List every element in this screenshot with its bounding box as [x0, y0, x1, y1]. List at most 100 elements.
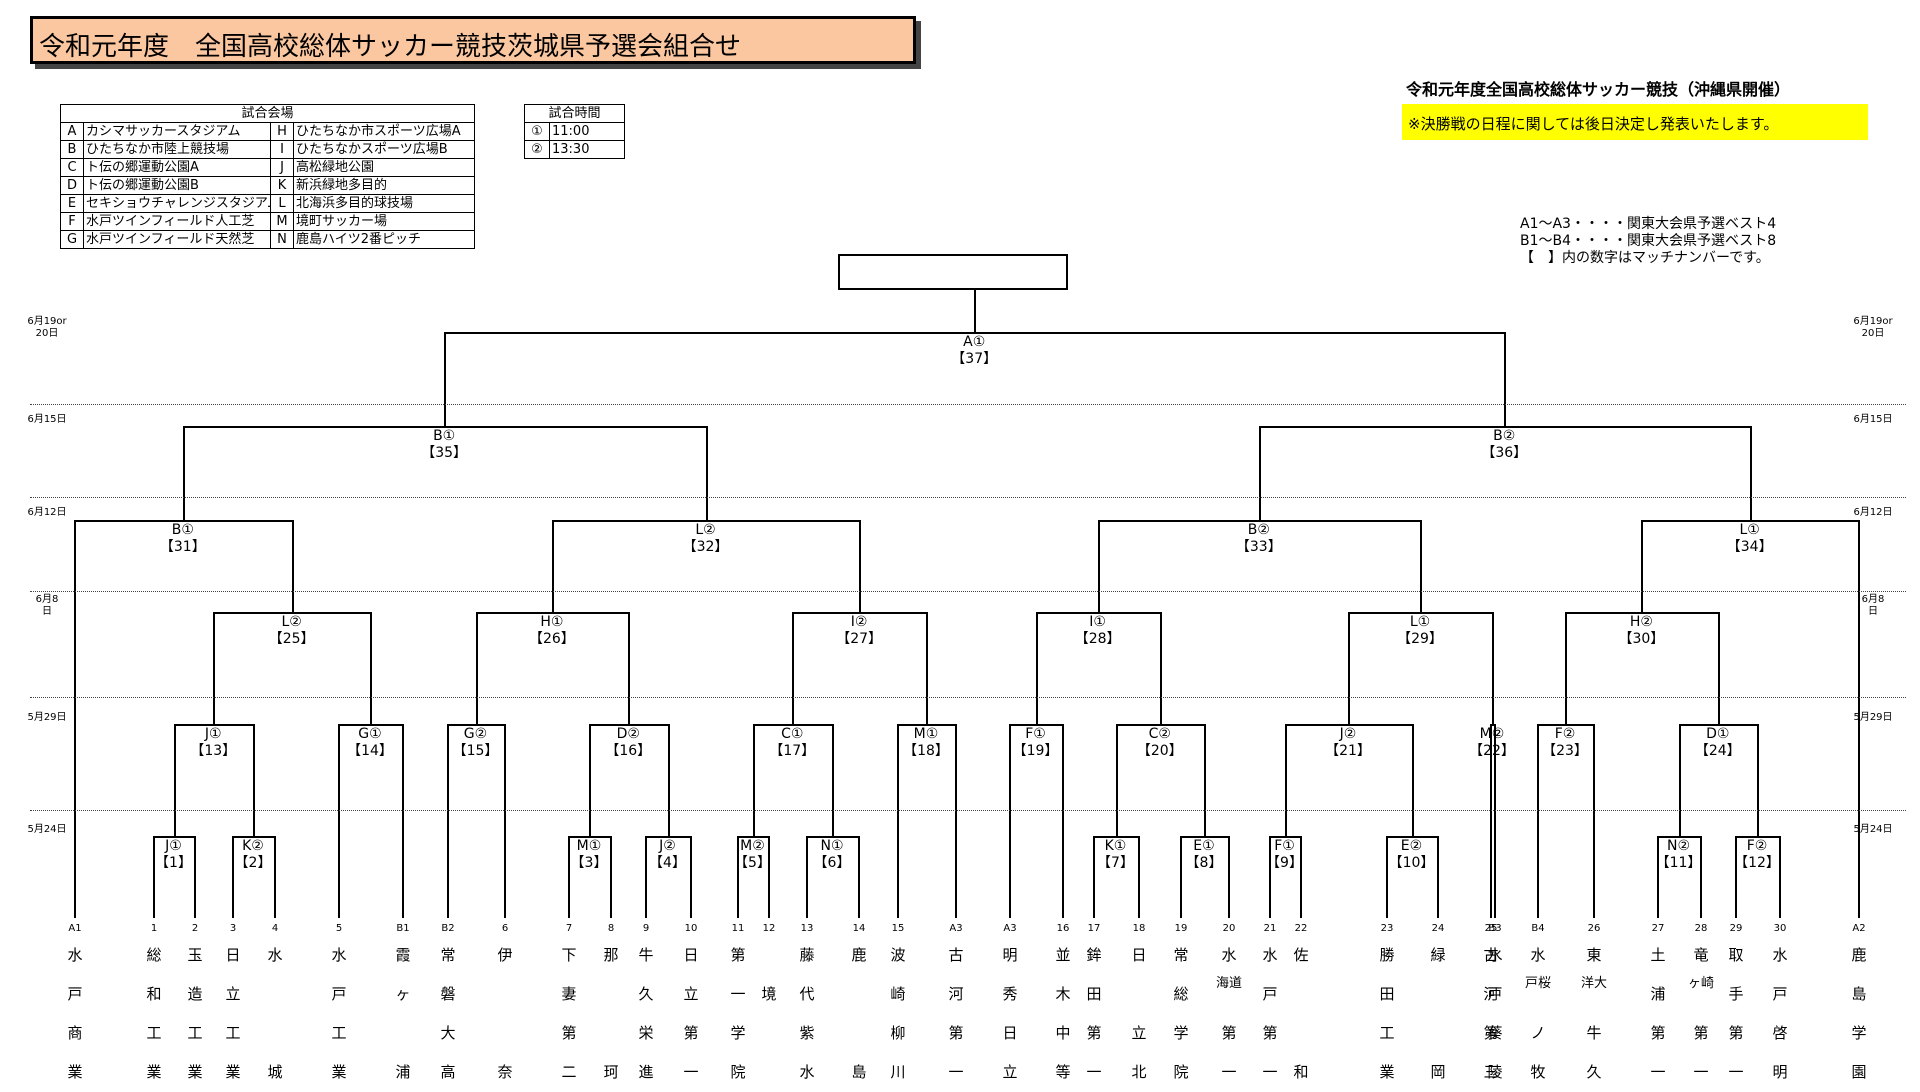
- match-venue: L①: [1409, 614, 1431, 630]
- match-label: M②【5】: [713, 838, 793, 872]
- match-number: 【18】: [903, 743, 949, 759]
- bracket-line: [806, 836, 808, 918]
- team-name: 水戸啓明: [1765, 936, 1795, 1092]
- team-name-char: 啓: [1772, 1024, 1788, 1042]
- team-seed-code: 18: [1132, 923, 1146, 934]
- team-name-char: 島: [1851, 985, 1867, 1003]
- team-name-char: 第: [730, 946, 746, 964]
- team-name-char: 常: [440, 946, 456, 964]
- match-label: J②【4】: [628, 838, 708, 872]
- venue-table-header: 試合会場: [60, 104, 475, 123]
- team-name-char: 院: [1173, 1063, 1189, 1081]
- bracket-line: [1565, 612, 1720, 614]
- bracket-line: [1735, 836, 1781, 838]
- team-name-char: 水: [267, 946, 283, 964]
- bracket-line: [1490, 724, 1496, 726]
- bracket-line: [173, 724, 255, 726]
- round-date-line: 6月12日: [1853, 507, 1893, 518]
- bracket-line: [737, 836, 770, 838]
- team-name-char: 境: [761, 985, 777, 1003]
- bracket-line: [610, 836, 612, 918]
- team-name-char: 牧: [1530, 1063, 1546, 1081]
- team-name-char: 日: [1131, 946, 1147, 964]
- team-name-char: [754, 936, 784, 975]
- match-label: J②【21】: [1308, 726, 1388, 760]
- team-seed-code: 22: [1294, 923, 1308, 934]
- time-value: 11:00: [549, 122, 625, 141]
- team-name-char: 水: [799, 1063, 815, 1081]
- legend-line: A1～A3・・・・関東大会県予選ベスト4: [1520, 216, 1777, 232]
- match-venue: L②: [281, 614, 302, 630]
- team-seed-code: B4: [1531, 923, 1545, 934]
- team-name-char: 緑: [1430, 946, 1446, 964]
- team-name: 並木中等: [1048, 936, 1078, 1092]
- bracket-line: [551, 520, 862, 522]
- match-label: L①【34】: [1710, 522, 1790, 556]
- team-name-char: 伊: [497, 946, 513, 964]
- team-name: 鹿島: [844, 936, 874, 1092]
- match-label: N①【6】: [792, 838, 872, 872]
- team-name-char: [388, 1014, 418, 1053]
- team-name-char: 第: [561, 1024, 577, 1042]
- team-name-char: 高: [440, 1063, 456, 1081]
- bracket-line: [926, 612, 928, 724]
- team-seed-code: 4: [271, 923, 279, 934]
- match-venue: M①: [576, 838, 602, 854]
- match-label: F②【12】: [1717, 838, 1797, 872]
- team-name-char: 妻: [561, 985, 577, 1003]
- team-name-char: 第: [1483, 1024, 1499, 1042]
- bracket-line: [1386, 836, 1388, 918]
- bracket-line: [1735, 836, 1737, 918]
- champion-box: [838, 254, 1068, 290]
- team-name: 水戸第一: [1255, 936, 1285, 1092]
- bracket-line: [182, 426, 185, 520]
- team-name-char: [1286, 975, 1316, 1014]
- match-label: B②【33】: [1219, 522, 1299, 556]
- team-name-char: 第: [1221, 1024, 1237, 1042]
- bracket-line: [1641, 520, 1860, 522]
- round-date-line: 20日: [35, 328, 59, 339]
- match-number: 【15】: [452, 743, 499, 759]
- venue-name: ひたちなか市スポーツ広場A: [293, 122, 475, 141]
- match-number: 【22】: [1469, 743, 1515, 759]
- bracket-line: [338, 724, 340, 918]
- team-seed-code: 16: [1056, 923, 1070, 934]
- bracket-line: [667, 724, 670, 836]
- team-seed-code: B1: [396, 923, 410, 934]
- team-name-char: 一: [730, 985, 746, 1003]
- venue-name: 水戸ツインフィールド天然芝: [83, 230, 271, 249]
- bracket-line: [1678, 724, 1681, 836]
- venue-name: セキショウチャレンジスタジアム: [83, 194, 271, 213]
- bracket-line: [253, 724, 255, 836]
- team-name-char: 工: [187, 1024, 203, 1042]
- round-date: 5月24日: [14, 824, 80, 836]
- bracket-line: [1657, 836, 1702, 838]
- bracket-line: [974, 290, 977, 332]
- match-number: 【35】: [421, 445, 468, 461]
- team-name-char: 常: [1173, 946, 1189, 964]
- match-venue: G①: [358, 726, 382, 742]
- match-number: 【5】: [734, 855, 771, 871]
- bracket-line: [1204, 724, 1206, 836]
- team-seed-code: 19: [1174, 923, 1188, 934]
- team-name-char: 三: [1483, 1063, 1499, 1081]
- team-name-char: 中: [1055, 1024, 1071, 1042]
- team-name: 竜ヶ崎第一: [1686, 936, 1716, 1092]
- match-venue: B①: [171, 522, 194, 538]
- team-name-char: 工: [1379, 1024, 1395, 1042]
- team-name-char: 鹿: [1851, 946, 1867, 964]
- team-name-char: 柳: [890, 1024, 906, 1042]
- venue-name: ト伝の郷運動公園B: [83, 176, 271, 195]
- bracket-line: [1159, 612, 1162, 724]
- match-venue: K①: [1104, 838, 1127, 854]
- team-name: 日立工業: [218, 936, 248, 1092]
- team-seed-code: A2: [1852, 923, 1866, 934]
- round-date-line: 6月15日: [1853, 414, 1893, 425]
